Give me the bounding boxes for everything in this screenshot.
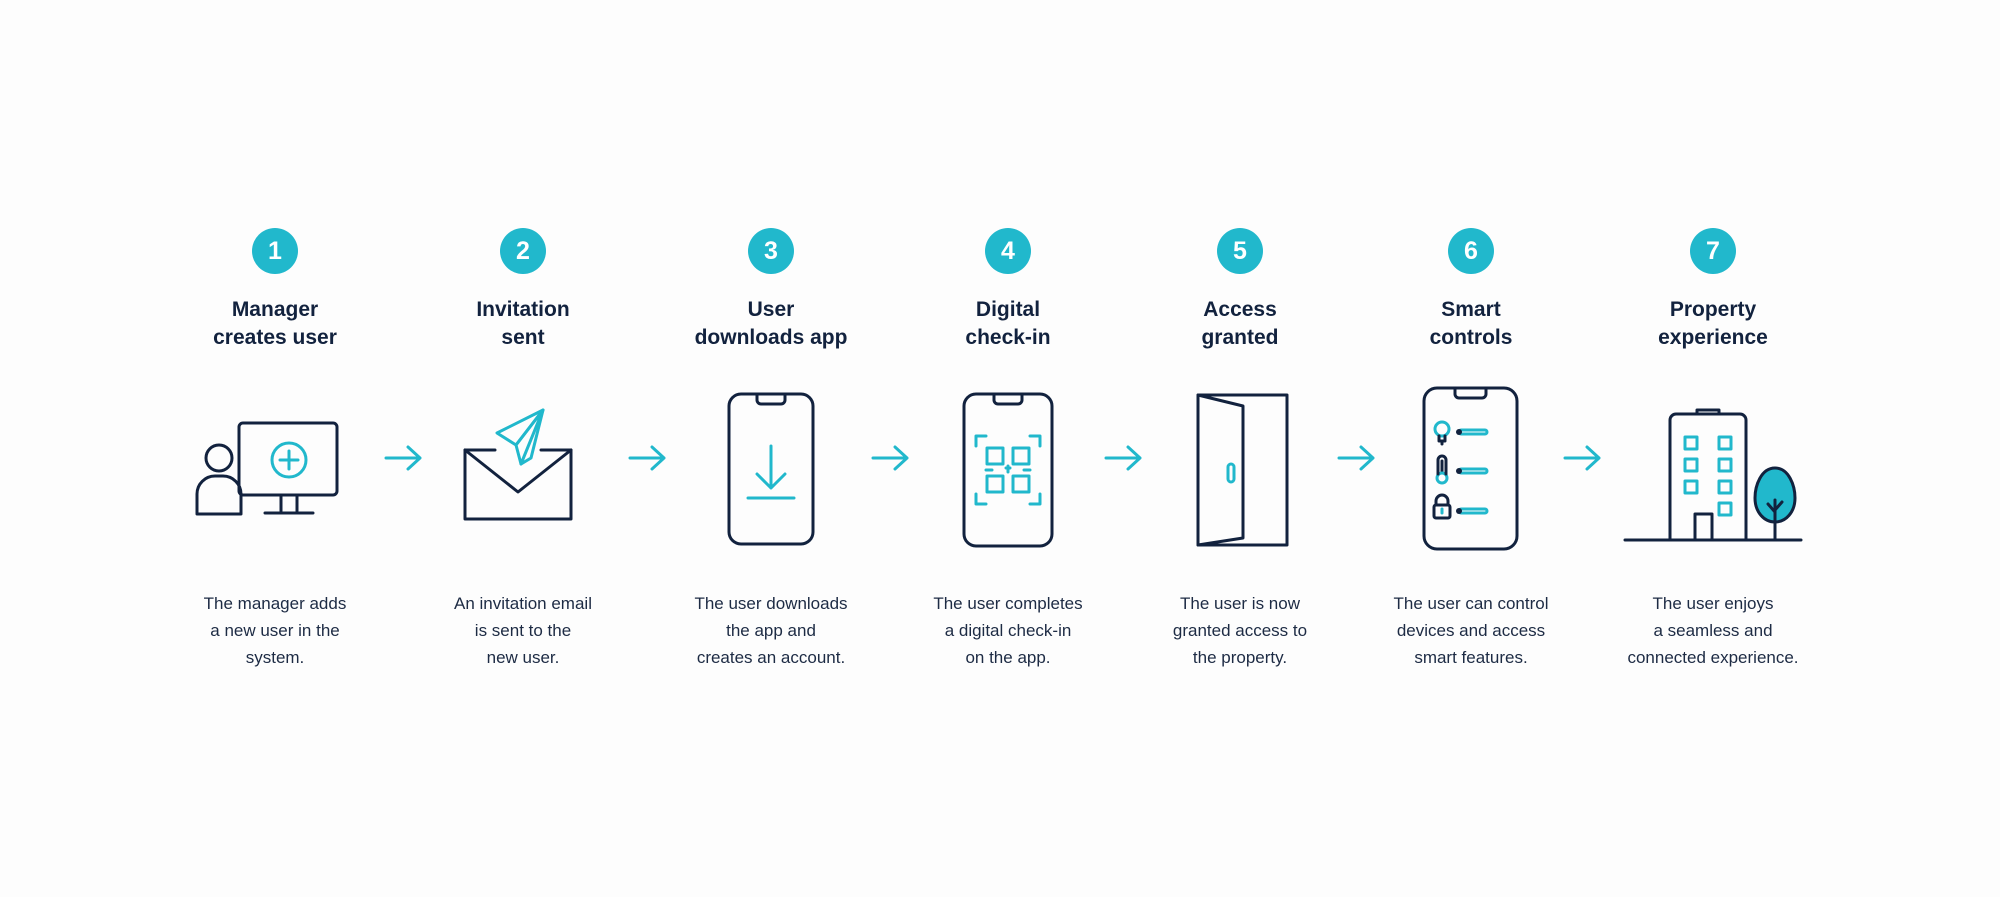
step-4: 4 Digital check-in The user completes a … (878, 0, 1138, 897)
phone-qr-code-icon (918, 378, 1098, 558)
step-title: Access granted (1201, 298, 1279, 349)
step-description: The user is now granted access to the pr… (1172, 594, 1308, 667)
step-description: The user enjoys a seamless and connected… (1627, 594, 1799, 667)
arrow-right-icon (626, 440, 670, 476)
step-number-badge: 2 (500, 228, 546, 274)
step-title: Smart controls (1429, 298, 1513, 349)
arrow-right-icon (382, 440, 426, 476)
open-door-icon (1150, 378, 1330, 558)
envelope-paper-plane-icon (433, 378, 613, 558)
step-number-badge: 3 (748, 228, 794, 274)
step-5: 5 Access granted The user is now granted… (1110, 0, 1370, 897)
step-description: The manager adds a new user in the syste… (203, 594, 347, 667)
step-number-badge: 4 (985, 228, 1031, 274)
step-number-badge: 6 (1448, 228, 1494, 274)
step-description: The user completes a digital check-in on… (933, 594, 1083, 667)
arrow-right-icon (1561, 440, 1605, 476)
step-title: Invitation sent (476, 298, 570, 349)
user-add-monitor-icon (185, 378, 365, 558)
step-1: 1 Manager creates user The manager adds … (145, 0, 405, 897)
arrow-right-icon (1335, 440, 1379, 476)
building-tree-icon (1623, 378, 1803, 558)
step-6: 6 Smart controls The user can control de (1341, 0, 1601, 897)
step-3: 3 User downloads app The user downloads … (641, 0, 901, 897)
phone-smart-controls-icon (1381, 378, 1561, 558)
step-2: 2 Invitation sent An invitation email is… (393, 0, 653, 897)
step-title: User downloads app (694, 298, 848, 349)
step-description: The user can control devices and access … (1393, 594, 1549, 667)
step-number-badge: 7 (1690, 228, 1736, 274)
arrow-right-icon (869, 440, 913, 476)
phone-download-icon (681, 378, 861, 558)
step-title: Property experience (1658, 298, 1768, 349)
step-number-badge: 1 (252, 228, 298, 274)
arrow-right-icon (1102, 440, 1146, 476)
step-7: 7 Property experience The user enjoys a (1583, 0, 1843, 897)
step-title: Manager creates user (213, 298, 337, 349)
step-description: An invitation email is sent to the new u… (454, 594, 592, 667)
step-number-badge: 5 (1217, 228, 1263, 274)
step-title: Digital check-in (965, 298, 1051, 349)
step-description: The user downloads the app and creates a… (694, 594, 848, 667)
